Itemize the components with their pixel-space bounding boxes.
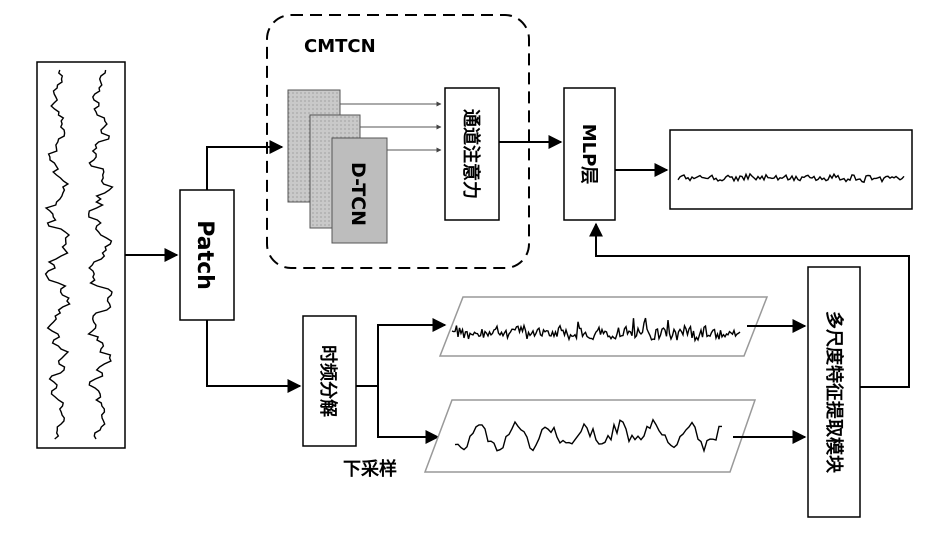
patch-label: Patch <box>192 220 217 290</box>
mlp-label: MLP层 <box>578 124 599 185</box>
dtcn-label: D-TCN <box>347 162 369 226</box>
high-frequency-panel <box>440 297 767 356</box>
arrow-patch-to-decomposition <box>207 320 300 386</box>
arrow-to-lower-branch <box>378 386 438 437</box>
downsample-label: 下采样 <box>343 458 397 480</box>
multiscale-label: 多尺度特征提取模块 <box>823 311 845 474</box>
decomposition-label: 时频分解 <box>317 345 339 417</box>
arrow-patch-to-cmtcn <box>207 147 282 190</box>
channel-attention-label: 通道注意力 <box>460 109 482 199</box>
input-signal-box <box>37 62 125 448</box>
output-signal-box <box>670 130 912 209</box>
cmtcn-title: CMTCN <box>304 36 376 57</box>
arrow-to-upper-branch <box>378 325 445 386</box>
